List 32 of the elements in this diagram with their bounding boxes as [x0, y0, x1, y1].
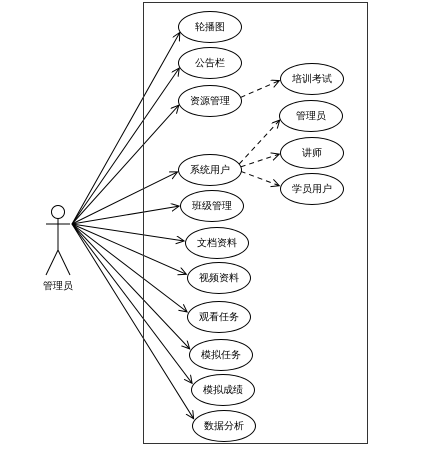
use-case-ellipse: 讲师: [280, 137, 344, 169]
arrow: [72, 224, 185, 244]
arrow: [72, 224, 190, 350]
arrow: [72, 224, 193, 384]
dashed-arrow: [240, 80, 280, 98]
use-case-ellipse: 模拟成绩: [191, 374, 255, 406]
use-case-ellipse: 系统用户: [178, 154, 242, 186]
arrow: [72, 104, 180, 224]
use-case-ellipse: 轮播图: [178, 11, 242, 43]
use-case-ellipse: 文档资料: [185, 227, 249, 259]
system-boundary: [143, 2, 368, 444]
actor-name: 管理员: [43, 280, 73, 293]
arrow: [72, 32, 180, 224]
arrow: [72, 68, 180, 224]
use-case-ellipse: 观看任务: [187, 301, 251, 333]
use-case-ellipse: 视频资料: [187, 262, 251, 294]
dashed-arrow: [238, 120, 280, 164]
use-case-ellipse: 公告栏: [178, 47, 242, 79]
dashed-arrow: [240, 152, 280, 168]
arrow: [72, 202, 180, 224]
use-case-ellipse: 管理员: [279, 100, 343, 132]
arrow: [72, 224, 187, 276]
dashed-arrow: [240, 170, 280, 188]
arrow: [72, 224, 194, 420]
use-case-ellipse: 资源管理: [178, 85, 242, 117]
arrow: [72, 171, 178, 224]
use-case-ellipse: 培训考试: [280, 63, 344, 95]
use-case-ellipse: 学员用户: [280, 173, 344, 205]
use-case-ellipse: 模拟任务: [189, 339, 253, 371]
use-case-ellipse: 数据分析: [192, 410, 256, 442]
use-case-ellipse: 班级管理: [180, 190, 244, 222]
arrow: [72, 224, 188, 312]
